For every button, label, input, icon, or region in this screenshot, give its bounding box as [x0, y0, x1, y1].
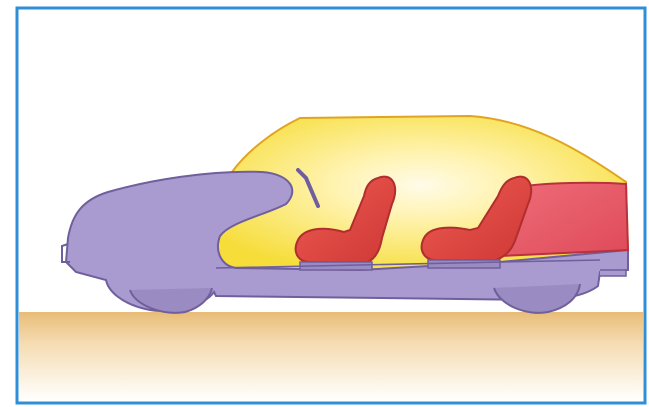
rear-bumper: [600, 270, 626, 276]
ground: [19, 312, 643, 401]
